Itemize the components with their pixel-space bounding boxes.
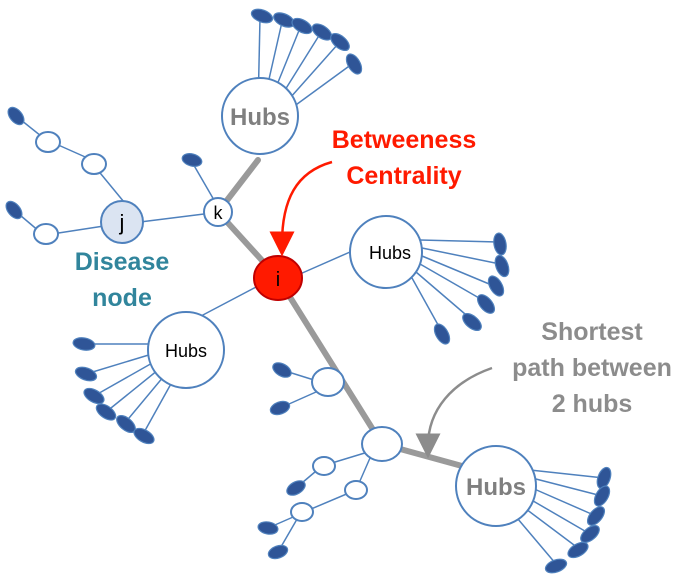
betweenness-arrow bbox=[269, 160, 333, 257]
hub-top: Hubs bbox=[221, 77, 299, 155]
chain-node-3 bbox=[33, 223, 59, 245]
hub-bottom-label: Hubs bbox=[466, 474, 526, 501]
betweenness-line2: Centrality bbox=[346, 162, 461, 190]
node-k-label: k bbox=[214, 203, 224, 223]
betweenness-annotation: Betweeness Centrality bbox=[269, 126, 477, 257]
hub-circle bbox=[221, 77, 299, 155]
hub-bottom: Hubs bbox=[455, 445, 537, 527]
path-edge-i-mid bbox=[275, 275, 385, 447]
hub-circle bbox=[349, 215, 423, 289]
path-node-mid bbox=[361, 426, 403, 462]
hub-top-label: Hubs bbox=[230, 104, 290, 131]
hub-left: Hubs bbox=[147, 311, 225, 389]
hub-circle bbox=[147, 311, 225, 389]
node-k: k bbox=[203, 197, 233, 227]
hub-right: Hubs bbox=[349, 215, 423, 289]
shortest-annotation: Shortest path between 2 hubs bbox=[415, 318, 672, 459]
path-node-small bbox=[311, 367, 345, 397]
shortest-arrow bbox=[415, 366, 493, 459]
shortest-line2: path between bbox=[512, 354, 672, 382]
hub-left-label: Hubs bbox=[165, 341, 207, 361]
shortest-line1: Shortest bbox=[541, 318, 643, 346]
hub-circle bbox=[455, 445, 537, 527]
node-i-label: i bbox=[276, 269, 280, 291]
disease-line2: node bbox=[92, 284, 152, 312]
node-i: i bbox=[253, 255, 303, 301]
node-j: j bbox=[100, 200, 144, 244]
leaf-nodes bbox=[5, 8, 612, 574]
small-nodes bbox=[33, 131, 403, 522]
node-j-label: j bbox=[119, 210, 125, 235]
disease-line1: Disease bbox=[75, 248, 170, 276]
chain-node-2 bbox=[81, 153, 107, 175]
shortest-path bbox=[215, 157, 465, 469]
hub-right-label: Hubs bbox=[369, 243, 411, 263]
chain-node-1 bbox=[35, 131, 61, 153]
betweenness-line1: Betweeness bbox=[332, 126, 477, 154]
shortest-line3: 2 hubs bbox=[552, 390, 633, 418]
disease-annotation: Disease node bbox=[75, 248, 170, 312]
